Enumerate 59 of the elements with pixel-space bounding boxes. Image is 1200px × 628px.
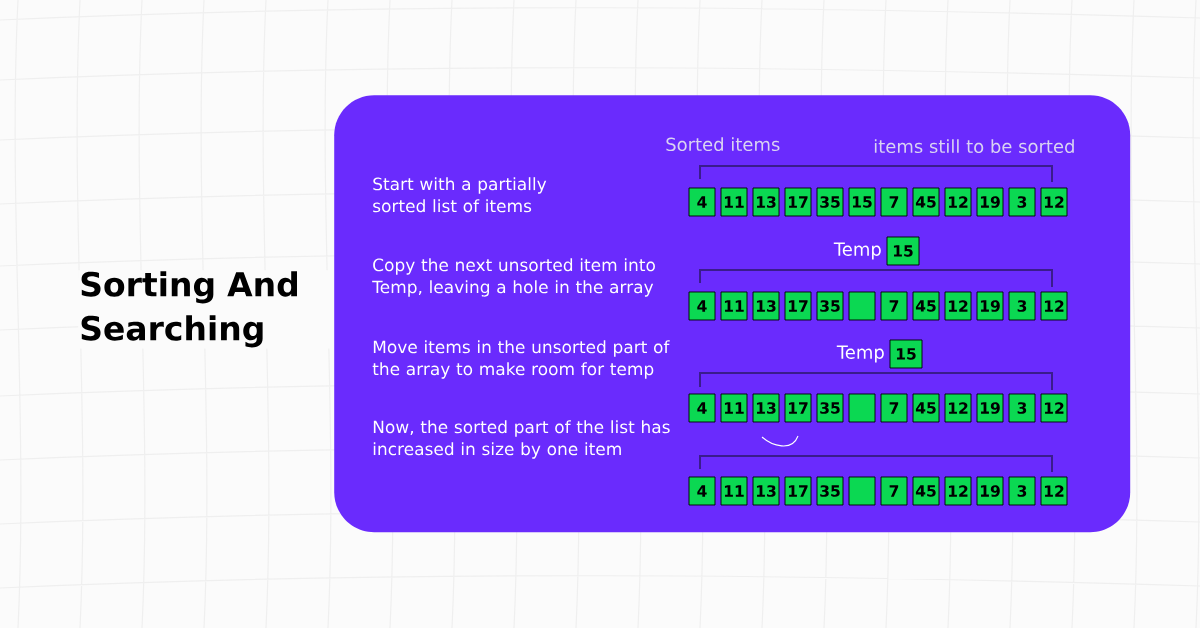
number-cell: 3 [1008, 291, 1036, 321]
number-cell: 45 [912, 187, 940, 217]
number-cell: 12 [1040, 476, 1068, 506]
number-cell: 13 [752, 393, 780, 423]
number-cell: 19 [976, 291, 1004, 321]
step-text: Now, the sorted part of the list has increased in size by one item [373, 420, 670, 459]
number-cell: 17 [784, 291, 812, 321]
number-cell: 15 [886, 236, 920, 266]
number-cell: 4 [688, 291, 716, 321]
number-cell: 17 [784, 187, 812, 217]
number-cell: 3 [1008, 476, 1036, 506]
number-cell: 45 [912, 291, 940, 321]
number-cell: 4 [688, 393, 716, 423]
number-cell: 3 [1008, 393, 1036, 423]
number-cell: 35 [816, 187, 844, 217]
number-cell: 7 [880, 187, 908, 217]
number-cell: 35 [816, 476, 844, 506]
number-cell: 11 [720, 393, 748, 423]
number-cell: 19 [976, 187, 1004, 217]
number-cell: 7 [880, 476, 908, 506]
step-text: Start with a partially sorted list of items [373, 177, 547, 213]
number-cell: 4 [688, 476, 716, 506]
number-cell: 12 [944, 476, 972, 506]
step-text: Move items in the unsorted part of the array to make room for temp [372, 340, 670, 379]
number-cell: 45 [912, 393, 940, 423]
number-cell: 11 [720, 187, 748, 217]
number-cell: 35 [816, 291, 844, 321]
number-cell: 3 [1008, 187, 1036, 217]
temp-label: Temp [836, 345, 884, 363]
number-cell: 17 [784, 393, 812, 423]
empty-cell [848, 291, 876, 321]
number-cell: 13 [752, 187, 780, 217]
temp-label: Temp [833, 242, 881, 260]
number-cell: 15 [889, 339, 923, 369]
empty-cell [848, 393, 876, 423]
number-cell: 12 [944, 187, 972, 217]
number-cell: 11 [720, 476, 748, 506]
number-cell: 19 [976, 393, 1004, 423]
heading-label: Sorted items [666, 137, 780, 152]
number-cell: 13 [752, 476, 780, 506]
number-cell: 13 [752, 291, 780, 321]
number-cell: 12 [1040, 393, 1068, 423]
number-cell: 12 [944, 393, 972, 423]
number-cell: 15 [848, 187, 876, 217]
number-cell: 7 [880, 393, 908, 423]
number-cell: 7 [880, 291, 908, 321]
number-cell: 12 [944, 291, 972, 321]
step-text: Copy the next unsorted item into Temp, leaving a hole in the array [372, 258, 655, 297]
number-cell: 45 [912, 476, 940, 506]
empty-cell [848, 476, 876, 506]
number-cell: 12 [1040, 187, 1068, 217]
number-cell: 19 [976, 476, 1004, 506]
heading-label: items still to be sorted [874, 139, 1074, 154]
title: Sorting And Searching [78, 270, 343, 349]
number-cell: 4 [688, 187, 716, 217]
number-cell: 17 [784, 476, 812, 506]
number-cell: 11 [720, 291, 748, 321]
number-cell: 35 [816, 393, 844, 423]
number-cell: 12 [1040, 291, 1068, 321]
